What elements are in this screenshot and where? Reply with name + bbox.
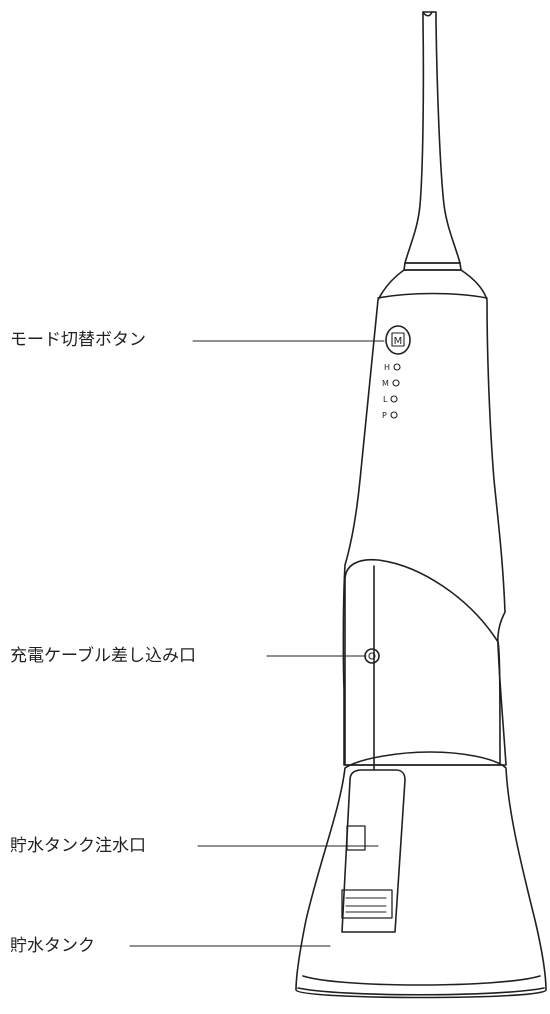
tank-inlet-flap <box>341 769 406 933</box>
label-mode-switch-button: モード切替ボタン <box>10 330 146 350</box>
indicator-m-label: M <box>382 379 389 388</box>
indicator-l-label: L <box>383 395 388 404</box>
charging-port <box>364 648 380 664</box>
mode-button-letter: M <box>394 336 403 347</box>
indicator-h-label: H <box>384 363 390 372</box>
indicator-h-light <box>393 363 401 371</box>
leader-lines <box>129 340 385 947</box>
indicator-l-light <box>390 395 398 403</box>
upper-cover <box>344 558 501 771</box>
indicator-m-light <box>392 379 400 387</box>
water-tank <box>295 751 547 999</box>
nozzle <box>403 11 462 271</box>
indicator-lights: H M L P <box>382 363 401 420</box>
label-water-tank: 貯水タンク <box>10 936 95 956</box>
label-charging-port: 充電ケーブル差し込み口 <box>10 646 196 666</box>
indicator-p-light <box>390 411 398 419</box>
label-tank-inlet: 貯水タンク注水口 <box>10 836 146 856</box>
mode-switch-button[interactable]: M <box>385 325 411 355</box>
handle-body <box>342 269 507 766</box>
indicator-p-label: P <box>382 411 387 420</box>
